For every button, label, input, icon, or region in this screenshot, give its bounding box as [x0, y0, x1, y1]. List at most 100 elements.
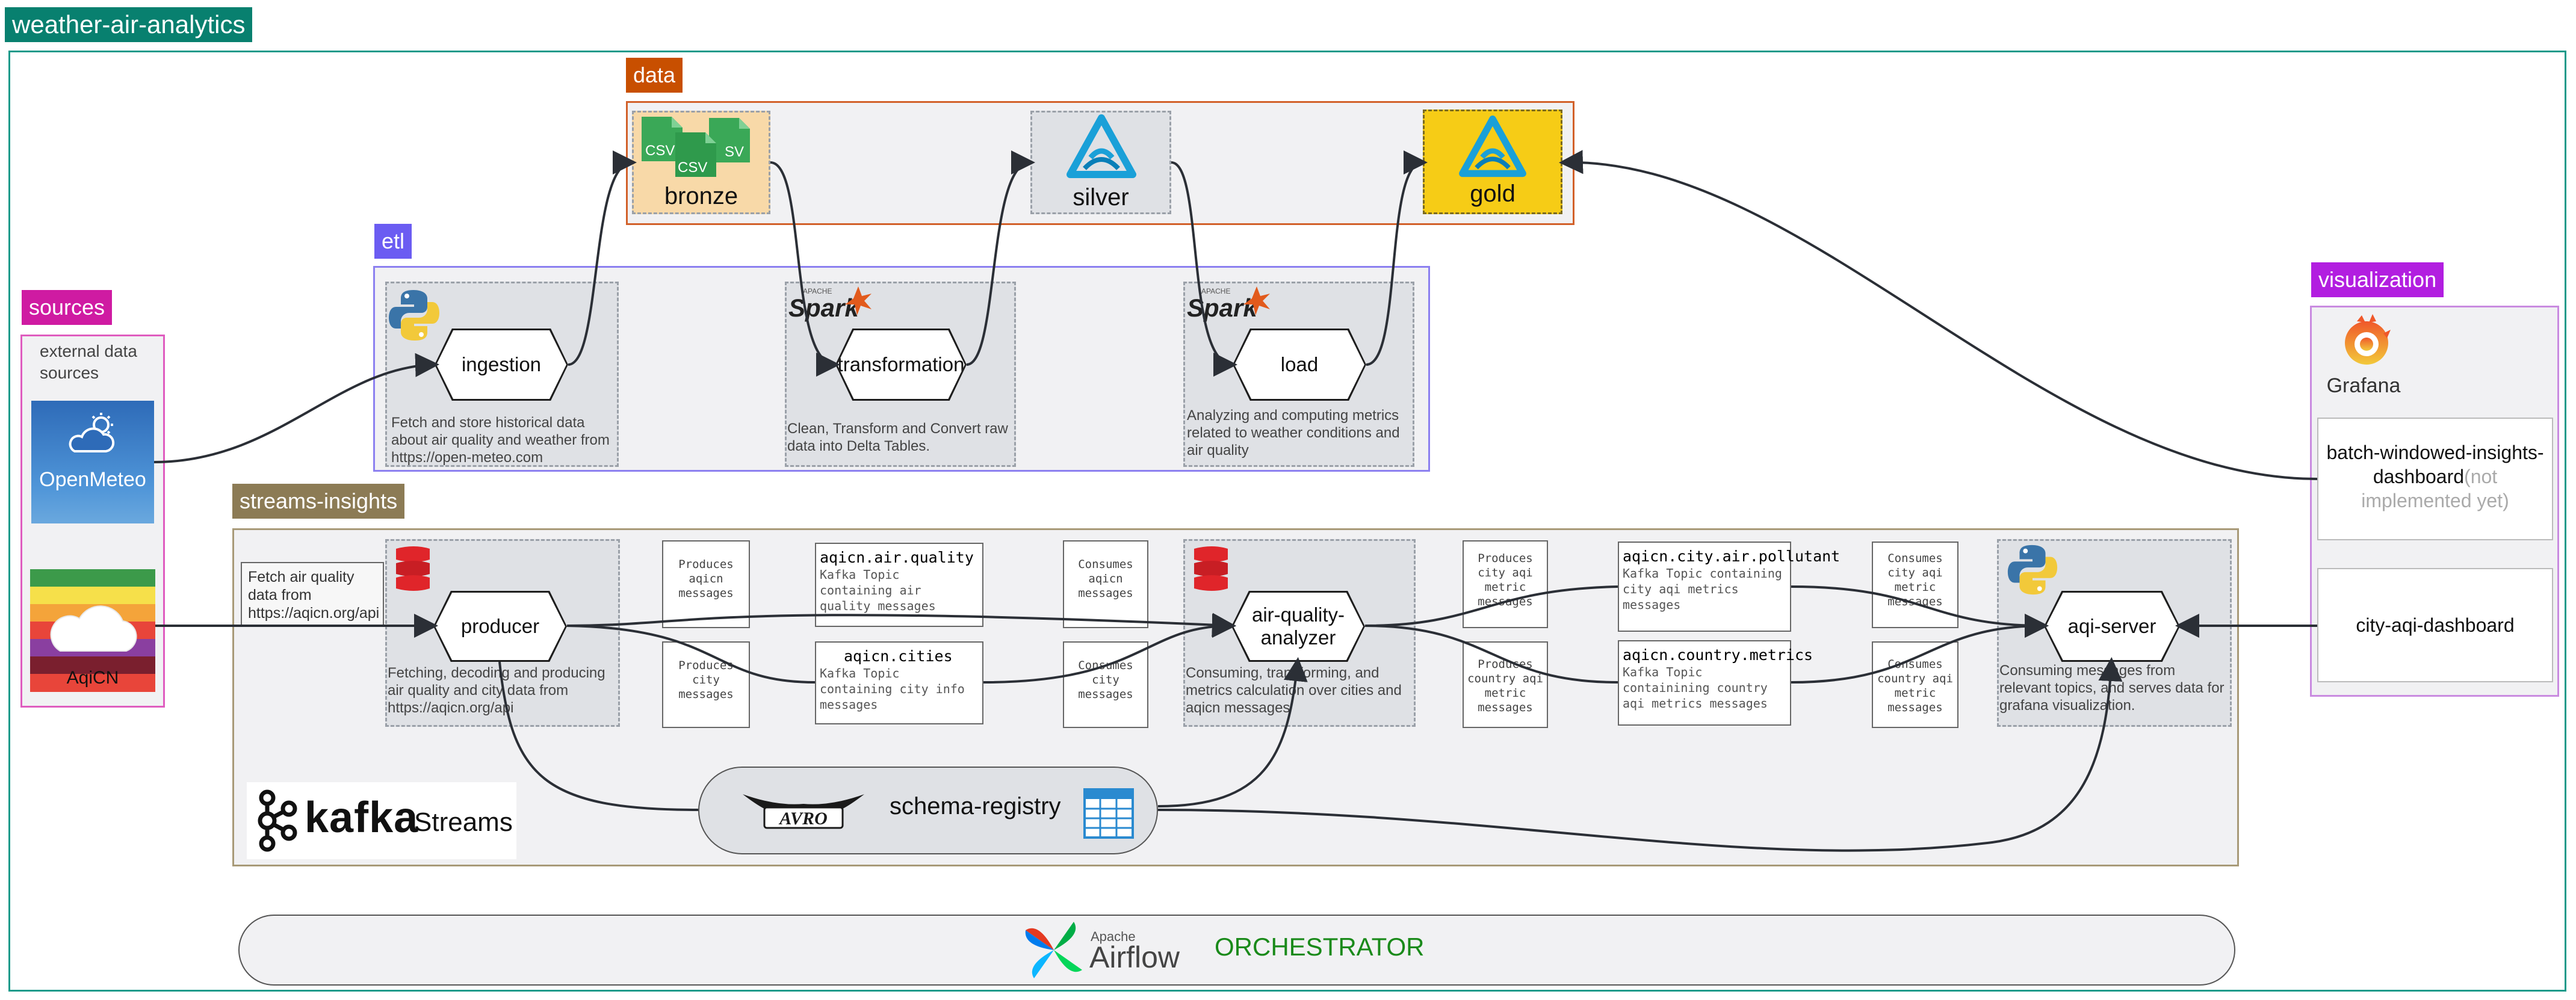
analyzer-label: air-quality-analyzer: [1233, 593, 1363, 660]
produces-city-metric-note: Produces city aqi metric messages: [1463, 540, 1548, 628]
wire-bronze-transformation: [770, 161, 840, 377]
wire-openmeteo-ingestion: [153, 353, 439, 463]
topic-city-pollutant-desc: Kafka Topic containing city aqi metrics …: [1623, 566, 1782, 612]
sources-heading: external data sources: [40, 342, 137, 382]
consumes-city-note: Consumes city messages: [1063, 641, 1148, 728]
topic-air-quality-desc: Kafka Topic containing air quality messa…: [820, 567, 936, 613]
silver-label: silver: [1073, 184, 1129, 211]
wire-producer-airquality: [566, 613, 1236, 637]
group-tag-data: data: [626, 58, 683, 93]
consumes-country-metric-note: Consumes country aqi metric messages: [1872, 641, 1958, 728]
openmeteo-source[interactable]: OpenMeteo: [31, 401, 154, 523]
svg-text:APACHE: APACHE: [1201, 287, 1230, 295]
ingestion-description: Fetch and store historical data about ai…: [391, 415, 610, 466]
aqicn-label: AqiCN: [66, 668, 119, 688]
avro-text: AVRO: [778, 809, 827, 829]
wire-silver-load: [1171, 161, 1237, 377]
app-title: weather-air-analytics: [5, 7, 253, 42]
produces-city-note: Produces city messages: [662, 641, 750, 728]
spark-icon: APACHE Spark: [786, 283, 876, 329]
svg-text:SV: SV: [725, 144, 744, 160]
wire-analyzer-citypollutant: [1364, 585, 2044, 626]
python-icon: [386, 288, 442, 343]
airflow-wordmark: Airflow: [1089, 940, 1180, 974]
city-aqi-dashboard[interactable]: city-aqi-dashboard: [2317, 568, 2553, 682]
ingestion-label: ingestion: [436, 330, 566, 399]
kafka-icon: [252, 788, 300, 853]
produces-country-metric-note: Produces country aqi metric messages: [1463, 641, 1548, 728]
producer-description: Fetching, decoding and producing air qua…: [388, 665, 605, 716]
svg-text:CSV: CSV: [678, 159, 707, 176]
wire-analyzer-countrymetrics: [1364, 626, 2044, 684]
aqi-server-label: aqi-server: [2046, 593, 2178, 660]
kafka-wordmark: kafka: [305, 794, 419, 842]
wire-schema-analyzer: [1157, 657, 1308, 807]
csv-icon: CSV SV CSV: [639, 112, 778, 184]
transformation-node[interactable]: transformation: [835, 329, 967, 401]
wire-transformation-silver: [966, 150, 1035, 366]
produces-aqicn-note: Produces aqicn messages: [662, 540, 750, 628]
svg-text:Spark: Spark: [788, 294, 860, 322]
python-icon: [2005, 543, 2060, 597]
city-aqi-dashboard-label: city-aqi-dashboard: [2356, 614, 2515, 636]
load-label: load: [1234, 330, 1364, 399]
spark-apache-text: APACHE: [803, 287, 832, 295]
bronze-label: bronze: [664, 183, 738, 209]
outer-frame: [8, 51, 2566, 992]
delta-icon: [1458, 116, 1528, 179]
aqi-server-description: Consuming messages from relevant topics,…: [1999, 662, 2225, 714]
orchestrator-bar: [238, 915, 2235, 986]
group-tag-streams: streams-insights: [232, 484, 405, 519]
topic-air-quality-title: aqicn.air.quality: [820, 549, 974, 566]
weather-icon: [66, 412, 120, 457]
svg-text:Spark: Spark: [1187, 294, 1259, 322]
transformation-description: Clean, Transform and Convert raw data in…: [787, 421, 1008, 454]
grafana-icon: [2330, 313, 2403, 371]
topic-cities[interactable]: aqicn.cities Kafka Topic containing city…: [815, 641, 983, 724]
batch-dashboard[interactable]: batch-windowed-insights-dashboard(not im…: [2317, 418, 2553, 540]
producer-label: producer: [435, 593, 565, 660]
topic-cities-desc: Kafka Topic containing city info message…: [820, 666, 965, 712]
group-tag-visualization: visualization: [2311, 262, 2444, 297]
analyzer-node[interactable]: air-quality-analyzer: [1231, 591, 1365, 662]
topic-country-metrics-title: aqicn.country.metrics: [1623, 646, 1813, 664]
orchestrator-label: ORCHESTRATOR: [1215, 933, 1425, 961]
svg-text:CSV: CSV: [645, 143, 675, 159]
schema-registry-label: schema-registry: [890, 793, 1061, 819]
delta-icon: [1067, 114, 1136, 181]
grafana-label: Grafana: [2326, 374, 2401, 397]
silver-layer: [1030, 111, 1171, 214]
kafka-streams-logo: kafka Streams: [247, 782, 516, 859]
consumes-city-metric-note: Consumes city aqi metric messages: [1872, 542, 1958, 628]
group-tag-etl: etl: [374, 224, 412, 259]
table-icon: [1082, 787, 1135, 840]
wire-ingestion-bronze: [568, 150, 637, 366]
topic-country-metrics[interactable]: aqicn.country.metrics Kafka Topic contai…: [1618, 640, 1813, 726]
kafka-streams-text: Streams: [414, 807, 513, 837]
wire-schema-producer: [498, 661, 699, 811]
wire-load-gold: [1366, 150, 1428, 366]
topic-air-quality[interactable]: aqicn.air.quality Kafka Topic containing…: [815, 543, 983, 627]
topic-city-pollutant[interactable]: aqicn.city.air.pollutant Kafka Topic con…: [1618, 542, 1840, 632]
avro-icon: AVRO: [740, 789, 867, 832]
scala-icon: [394, 544, 432, 597]
consumes-aqicn-note: Consumes aqicn messages: [1063, 540, 1148, 628]
openmeteo-label: OpenMeteo: [39, 468, 146, 491]
ingestion-node[interactable]: ingestion: [435, 329, 568, 401]
wire-producer-cities: [566, 626, 1231, 684]
topic-cities-title: aqicn.cities: [844, 647, 953, 665]
producer-node[interactable]: producer: [433, 591, 567, 662]
group-tag-sources: sources: [22, 290, 113, 325]
wire-schema-aqiserver: [1157, 657, 2123, 852]
wire-grafana-gold: [1559, 150, 2318, 480]
load-description: Analyzing and computing metrics related …: [1187, 407, 1400, 458]
scala-icon: [1192, 544, 1230, 597]
cloud-icon: [42, 597, 143, 657]
gold-label: gold: [1470, 181, 1516, 207]
spark-icon: APACHE Spark: [1184, 283, 1275, 329]
topic-country-metrics-desc: Kafka Topic containining country aqi met…: [1623, 665, 1768, 711]
fetch-note: Fetch air quality data from https://aqic…: [241, 562, 384, 627]
load-node[interactable]: load: [1233, 329, 1366, 401]
aqicn-source[interactable]: AqiCN: [30, 569, 155, 692]
